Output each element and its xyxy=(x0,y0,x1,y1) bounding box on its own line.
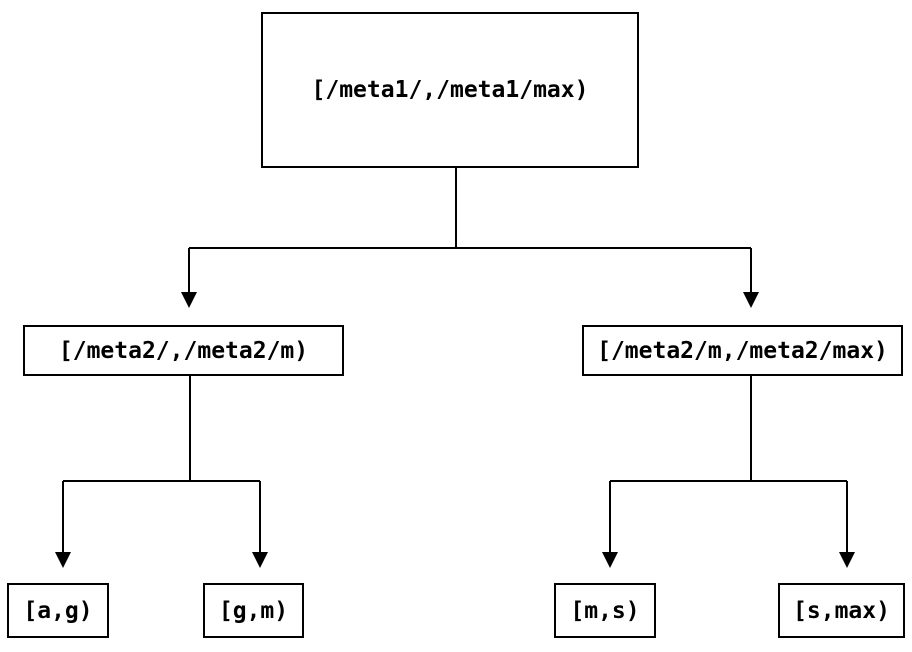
node-leaf-smax-label: [s,max) xyxy=(793,597,890,624)
node-meta2-right-label: [/meta2/m,/meta2/max) xyxy=(597,337,888,364)
node-leaf-smax: [s,max) xyxy=(778,583,905,638)
arrowhead-to-leaf2 xyxy=(602,552,618,568)
arrowhead-to-leaf1 xyxy=(252,552,268,568)
node-leaf-gm: [g,m) xyxy=(203,583,304,638)
node-root-label: [/meta1/,/meta1/max) xyxy=(311,77,589,103)
arrowhead-to-l2a xyxy=(181,292,197,308)
node-meta2-right: [/meta2/m,/meta2/max) xyxy=(582,325,903,376)
node-meta2-left-label: [/meta2/,/meta2/m) xyxy=(58,337,309,364)
node-leaf-ms-label: [m,s) xyxy=(570,597,640,624)
arrowhead-to-l2b xyxy=(743,292,759,308)
arrowhead-to-leaf3 xyxy=(839,552,855,568)
node-leaf-gm-label: [g,m) xyxy=(218,597,289,624)
node-leaf-ms: [m,s) xyxy=(554,583,656,638)
node-leaf-ag-label: [a,g) xyxy=(23,597,93,624)
arrowhead-to-leaf0 xyxy=(55,552,71,568)
node-meta2-left: [/meta2/,/meta2/m) xyxy=(23,325,344,376)
node-root: [/meta1/,/meta1/max) xyxy=(261,12,639,168)
node-leaf-ag: [a,g) xyxy=(7,583,109,638)
